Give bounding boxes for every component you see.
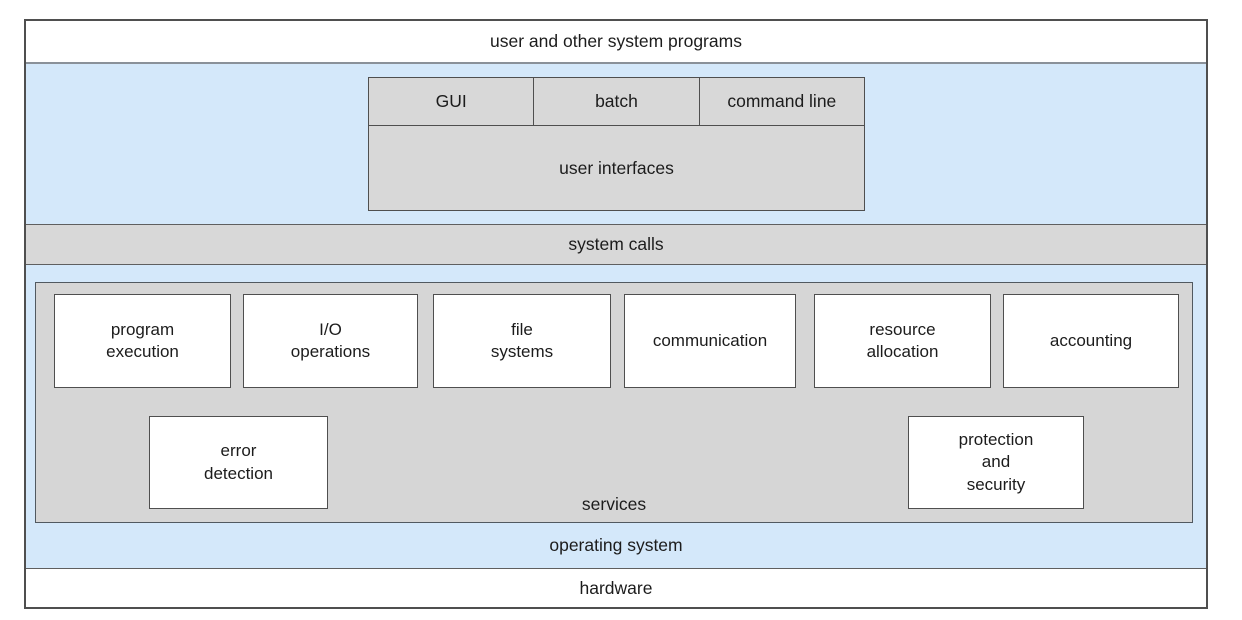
layer-system-calls: system calls — [26, 224, 1206, 265]
service-box-accounting: accounting — [1003, 294, 1179, 388]
user-interfaces-label: user interfaces — [559, 157, 674, 178]
layer-operating-system-label: operating system — [549, 535, 683, 555]
layer-system-calls-label: system calls — [568, 234, 664, 254]
service-box-protection-security: protection and security — [908, 416, 1084, 509]
service-box-error-detection: error detection — [149, 416, 328, 509]
service-box-communication: communication — [624, 294, 796, 388]
user-interfaces-header-row: GUI batch command line — [369, 78, 864, 126]
services-label: services — [581, 494, 647, 514]
layer-user-programs-label: user and other system programs — [490, 31, 742, 51]
service-box-resource-allocation: resource allocation — [814, 294, 991, 388]
service-box-file-systems: file systems — [433, 294, 611, 388]
layer-operating-system: program execution I/O operations file sy… — [26, 265, 1206, 568]
layer-user-interface-area: GUI batch command line user interfaces — [26, 62, 1206, 224]
os-structure-diagram: user and other system programs GUI batch… — [24, 19, 1208, 609]
user-interfaces-table: GUI batch command line user interfaces — [368, 77, 865, 211]
layer-hardware-label: hardware — [579, 577, 653, 598]
service-box-program-execution: program execution — [54, 294, 231, 388]
services-panel: program execution I/O operations file sy… — [35, 282, 1193, 523]
cell-command-line: command line — [698, 78, 864, 125]
service-box-io-operations: I/O operations — [243, 294, 418, 388]
layer-user-programs: user and other system programs — [26, 21, 1206, 62]
layer-hardware: hardware — [26, 568, 1206, 607]
cell-batch: batch — [533, 78, 698, 125]
cell-gui: GUI — [435, 91, 467, 111]
